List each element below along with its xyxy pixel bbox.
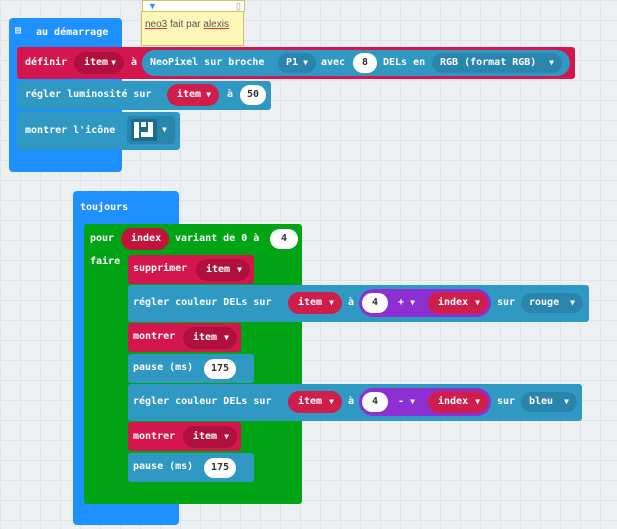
math-subtract-index-variable[interactable]: index▼ (428, 391, 488, 413)
pin-dropdown[interactable]: P1▼ (278, 53, 316, 73)
start-block-label: au démarrage (36, 27, 109, 38)
set-color-on-2: sur (497, 396, 516, 407)
for-label: pour (90, 233, 115, 244)
show-item-variable-1[interactable]: item▼ (183, 327, 237, 349)
led-count-input[interactable]: 8 (353, 53, 377, 73)
brightness-block[interactable] (17, 81, 271, 110)
with-label: avec (321, 57, 346, 68)
to-label: à (131, 57, 138, 68)
item-variable-dropdown[interactable]: item▼ (74, 52, 124, 74)
range-end-input[interactable]: 4 (270, 229, 298, 249)
set-color-on-1: sur (497, 297, 516, 308)
forever-label: toujours (80, 202, 129, 213)
set-color-block-2[interactable] (128, 384, 582, 421)
brightness-to-label: à (227, 89, 234, 100)
show-item-variable-2[interactable]: item▼ (183, 426, 237, 448)
set-color-block-1[interactable] (128, 285, 589, 322)
trash-icon[interactable]: ▯ (236, 1, 241, 11)
brightness-label: régler luminosité sur (25, 89, 152, 100)
index-variable[interactable]: index (121, 228, 169, 250)
do-label: faire (90, 256, 121, 267)
set-color-item-variable-1[interactable]: item▼ (288, 292, 342, 314)
set-color-label-1: régler couleur DELs sur (133, 297, 272, 308)
comment-bubble[interactable]: ▼ ▯ neo3 fait par alexis (141, 0, 245, 46)
pause-value-input-2[interactable]: 175 (204, 458, 236, 478)
led-icon-preview (131, 119, 157, 141)
show-icon-label: montrer l'icône (25, 125, 116, 136)
math-add-operator[interactable]: + ▼ (398, 297, 415, 308)
pause-label-2: pause (ms) (133, 461, 194, 472)
brightness-item-variable[interactable]: item▼ (167, 84, 219, 106)
remove-item-variable[interactable]: item▼ (196, 259, 250, 281)
brightness-value-input[interactable]: 50 (240, 85, 266, 105)
comment-icon: ▤ (15, 25, 22, 36)
define-label: définir (25, 57, 68, 68)
math-subtract-number[interactable]: 4 (362, 392, 388, 412)
show-label-2: montrer (133, 431, 176, 442)
leds-in-label: DELs en (383, 57, 426, 68)
chevron-down-icon[interactable]: ▼ (148, 1, 157, 11)
color-dropdown-1[interactable]: rouge▼ (521, 293, 583, 313)
range-label: variant de 0 à (175, 233, 260, 244)
set-color-label-2: régler couleur DELs sur (133, 396, 272, 407)
comment-header[interactable]: ▼ ▯ (142, 0, 245, 12)
remove-label: supprimer (133, 263, 188, 274)
set-color-to-1: à (348, 297, 355, 308)
comment-text[interactable]: neo3 fait par alexis (145, 19, 229, 30)
set-color-item-variable-2[interactable]: item▼ (288, 391, 342, 413)
pause-value-input-1[interactable]: 175 (204, 359, 236, 379)
math-subtract-operator[interactable]: - ▼ (398, 396, 415, 407)
mode-dropdown[interactable]: RGB (format RGB)▼ (432, 53, 562, 73)
chevron-down-icon: ▼ (162, 125, 167, 134)
pause-label-1: pause (ms) (133, 362, 194, 373)
icon-picker-dropdown[interactable]: ▼ (127, 116, 175, 144)
neopixel-label: NeoPixel sur broche (150, 57, 265, 68)
set-color-to-2: à (348, 396, 355, 407)
math-add-index-variable[interactable]: index▼ (428, 292, 488, 314)
show-label-1: montrer (133, 331, 176, 342)
math-add-number[interactable]: 4 (362, 293, 388, 313)
color-dropdown-2[interactable]: bleu▼ (521, 392, 577, 412)
